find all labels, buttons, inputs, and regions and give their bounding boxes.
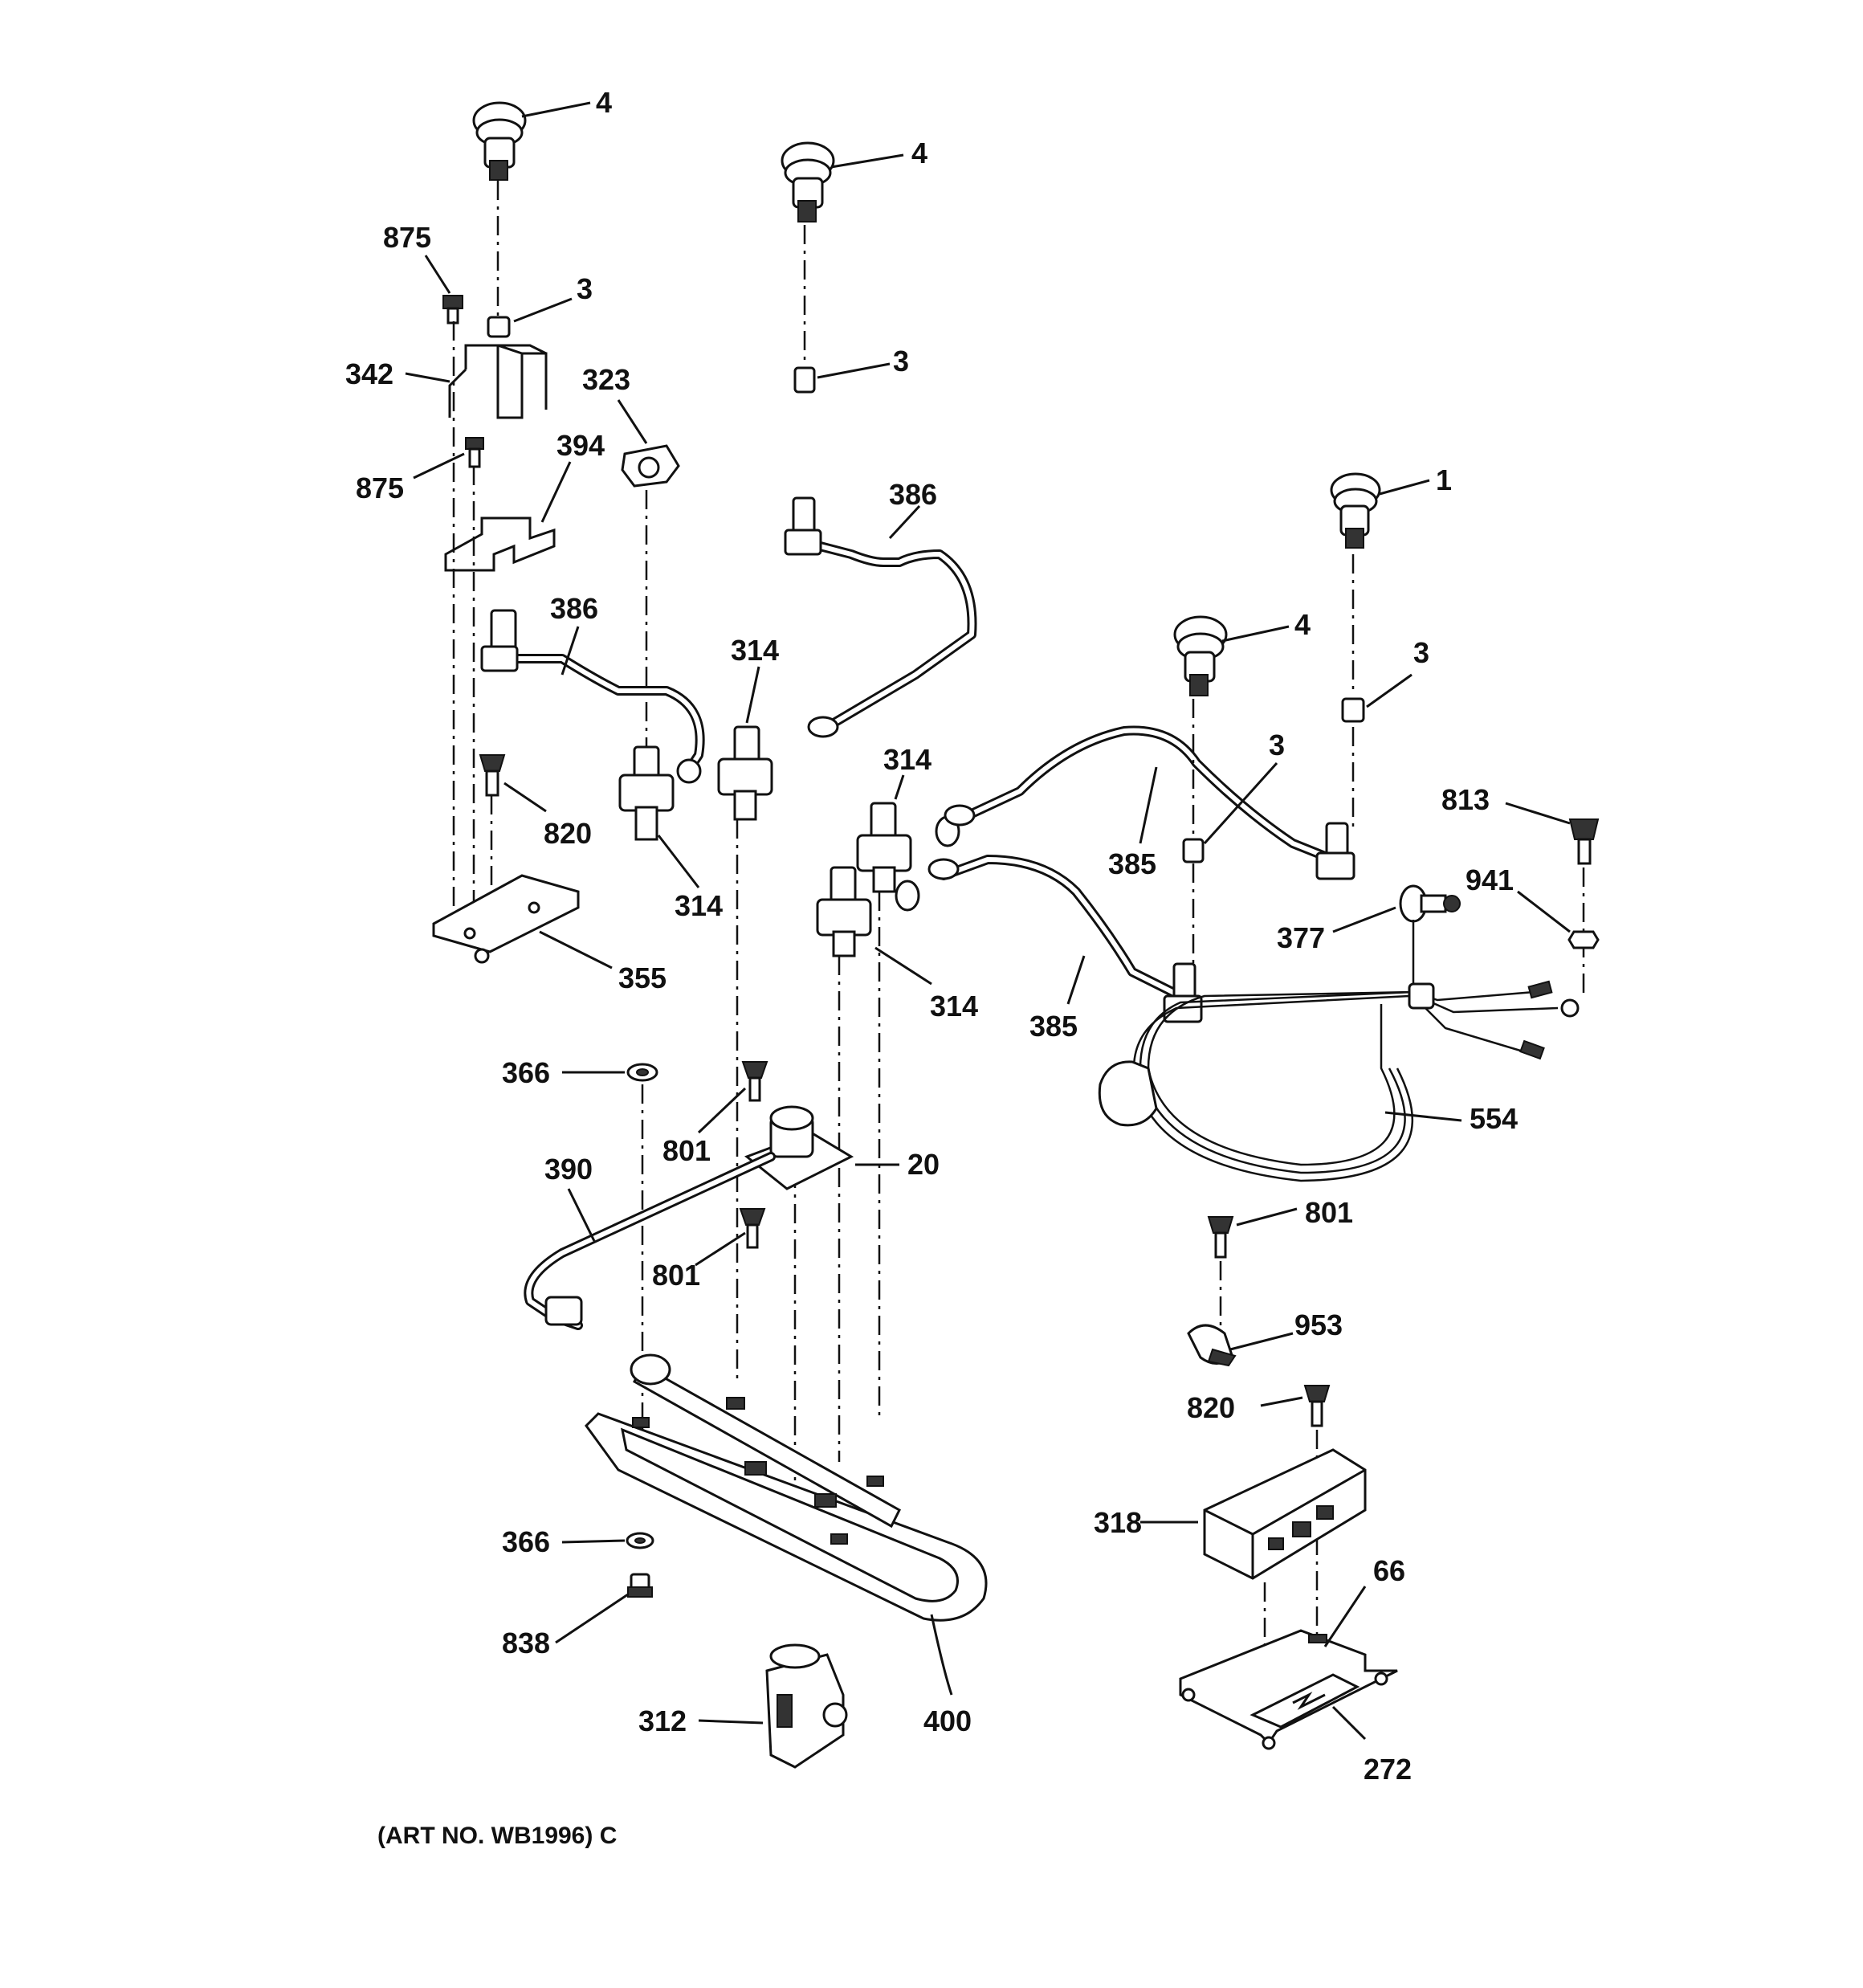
- screw-part-801-right: [1207, 1216, 1234, 1259]
- fitting-part-20: [744, 1105, 854, 1190]
- tube-fitting-386-left: [480, 609, 519, 672]
- callout-377: 377: [1277, 921, 1325, 954]
- burner-part-400: [585, 1353, 988, 1622]
- screw-part-875-mid: [465, 437, 484, 468]
- callout-953: 953: [1294, 1308, 1343, 1341]
- callout-4-right: 4: [1294, 608, 1311, 641]
- clip-part-323: [621, 444, 680, 488]
- art-number: (ART NO. WB1996) C: [377, 1823, 617, 1849]
- wire-harness-part-554: [1098, 920, 1580, 1182]
- callout-801-a: 801: [662, 1134, 711, 1167]
- callout-3-right: 3: [1413, 636, 1429, 669]
- bracket-part-66: [1179, 1629, 1398, 1750]
- callout-941: 941: [1466, 863, 1514, 896]
- callout-3-mid: 3: [1269, 729, 1285, 761]
- callout-875-top: 875: [383, 221, 431, 254]
- callout-813: 813: [1441, 783, 1490, 816]
- callout-314-d: 314: [930, 990, 978, 1023]
- screw-part-813: [1568, 818, 1600, 865]
- nut-part-3-right: [1341, 697, 1365, 723]
- callout-314-c: 314: [675, 889, 723, 922]
- clip-part-953: [1187, 1324, 1237, 1367]
- valve-part-314-b: [717, 725, 773, 821]
- screw-part-801-a: [741, 1061, 768, 1102]
- callout-272: 272: [1364, 1753, 1412, 1786]
- nut-part-3-left: [487, 316, 511, 338]
- callout-820-left: 820: [544, 817, 592, 850]
- callout-314-a: 314: [731, 634, 779, 667]
- callout-801-right: 801: [1305, 1196, 1353, 1229]
- knob-part-4-left: [472, 101, 527, 181]
- screw-part-820-left: [479, 754, 506, 797]
- knob-part-4-right: [1173, 615, 1228, 696]
- tube-fitting-385-upper: [944, 804, 1355, 880]
- callout-4-left: 4: [596, 86, 612, 119]
- washer-part-366-top: [626, 1063, 658, 1082]
- knob-part-1: [1330, 472, 1381, 549]
- callout-66: 66: [1373, 1554, 1405, 1587]
- bracket-part-342: [448, 344, 548, 419]
- screw-part-820-right: [1303, 1385, 1331, 1427]
- callout-385-upper: 385: [1108, 847, 1156, 880]
- callout-390: 390: [544, 1153, 593, 1186]
- tube-fitting-390: [544, 1296, 583, 1326]
- callout-355: 355: [618, 961, 667, 994]
- callout-820-right: 820: [1187, 1391, 1235, 1424]
- callout-3-left: 3: [577, 272, 593, 305]
- module-part-318: [1203, 1448, 1367, 1580]
- valve-part-314-a: [618, 745, 702, 841]
- callout-318: 318: [1094, 1506, 1142, 1539]
- callout-366-bottom: 366: [502, 1525, 550, 1558]
- callout-554: 554: [1470, 1102, 1518, 1135]
- callout-366-top: 366: [502, 1056, 550, 1089]
- valve-part-314-c: [856, 802, 960, 893]
- connector-part-377: [1399, 884, 1461, 923]
- tube-fitting-386-right: [784, 496, 839, 738]
- nut-part-3-center: [793, 366, 816, 394]
- nut-part-3-mid: [1182, 838, 1205, 863]
- screw-part-801-b: [739, 1208, 766, 1249]
- washer-part-366-bottom: [626, 1532, 654, 1549]
- screw-part-875-top: [442, 295, 463, 325]
- bracket-part-394: [444, 516, 556, 572]
- callout-394: 394: [556, 429, 605, 462]
- knob-part-4-center: [781, 141, 835, 222]
- callout-20: 20: [907, 1148, 940, 1181]
- callout-312: 312: [638, 1704, 687, 1737]
- screw-part-838: [627, 1573, 653, 1598]
- callout-400: 400: [923, 1704, 972, 1737]
- label-part-272: [1249, 1673, 1360, 1729]
- callout-386-right: 386: [889, 478, 937, 511]
- callout-385-lower: 385: [1029, 1010, 1078, 1043]
- callout-323: 323: [582, 363, 630, 396]
- callout-4-center: 4: [911, 137, 927, 169]
- valve-part-314-d: [816, 866, 920, 957]
- nut-part-941: [1567, 930, 1600, 949]
- callout-801-b: 801: [652, 1259, 700, 1292]
- callout-3-center: 3: [893, 345, 909, 378]
- callout-386-left: 386: [550, 592, 598, 625]
- bracket-part-355: [432, 874, 580, 964]
- callout-314-b: 314: [883, 743, 932, 776]
- callout-342: 342: [345, 357, 393, 390]
- callout-875-mid: 875: [356, 471, 404, 504]
- callout-1: 1: [1436, 463, 1452, 496]
- regulator-part-312: [765, 1643, 848, 1769]
- callout-838: 838: [502, 1627, 550, 1659]
- tube-fitting-385-lower: [927, 858, 1203, 1023]
